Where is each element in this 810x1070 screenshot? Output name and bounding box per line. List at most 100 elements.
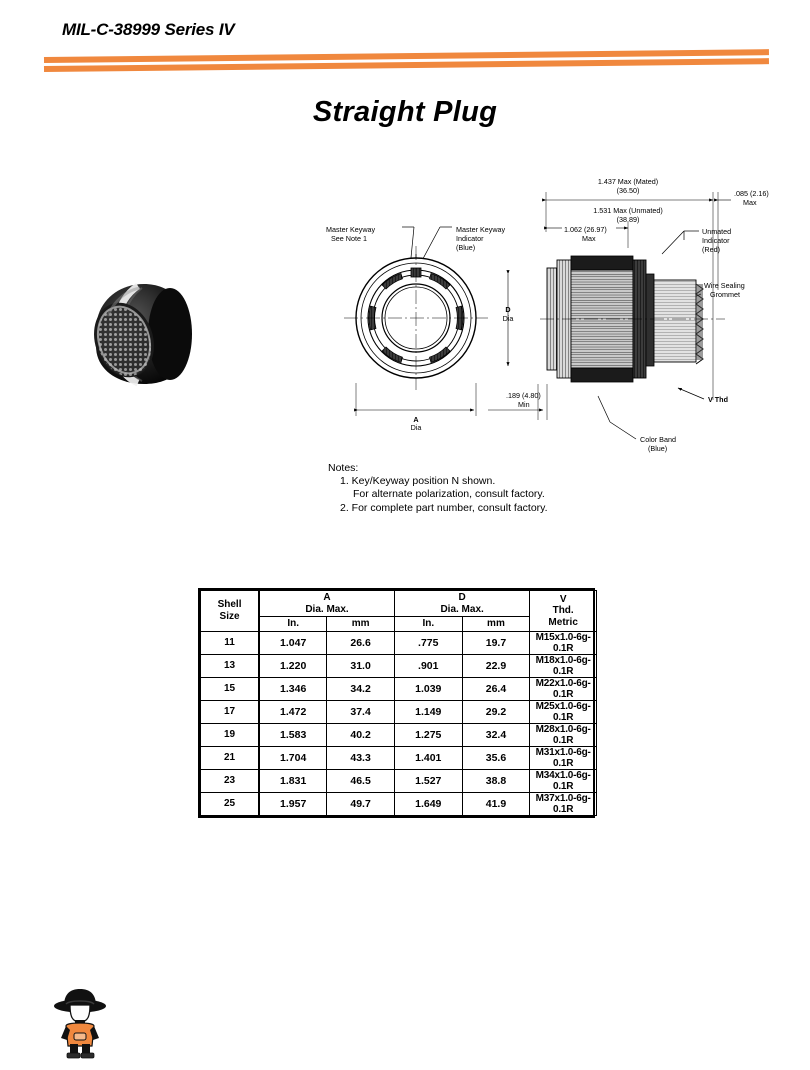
mascot-logo — [48, 986, 112, 1060]
table-head: Shell Size A Dia. Max. D Dia. Max. V — [200, 590, 597, 632]
label-keyway-indicator-line1: Master Keyway — [456, 225, 506, 234]
cell-d-dia-mm: 26.4 — [461, 676, 531, 701]
product-photo — [78, 272, 200, 394]
dim-mated-line1: 1.437 Max (Mated) — [598, 177, 658, 186]
cell-a-dia-in: 1.583 — [258, 722, 328, 747]
note-item-1: 1. Key/Keyway position N shown. — [340, 475, 496, 488]
header-accent-rules — [43, 48, 769, 74]
page-title: Straight Plug — [312, 96, 498, 128]
dim-front-line1: 1.062 (26.97) — [564, 225, 607, 234]
cell-v-thd-metric: M15x1.0-6g-0.1R — [529, 630, 597, 655]
cell-a-dia-in: 1.047 — [258, 630, 328, 655]
col-header-v-thd-metric: V Thd. Metric — [529, 590, 597, 632]
col-header-v-line2: Thd. — [552, 605, 574, 616]
cell-a-dia-in: 1.704 — [258, 745, 328, 770]
label-unmated-indicator-line3: (Red) — [702, 245, 720, 254]
cell-d-dia-mm: 38.8 — [461, 768, 531, 793]
cell-d-dia-mm: 19.7 — [461, 630, 531, 655]
dim-rear-line2: Max — [743, 198, 757, 207]
cell-a-dia-mm: 40.2 — [326, 722, 395, 747]
cell-shell-size: 19 — [200, 722, 260, 747]
label-a-dia-line1: A — [413, 415, 418, 424]
cell-d-dia-mm: 35.6 — [461, 745, 531, 770]
cell-d-dia-mm: 41.9 — [461, 791, 531, 816]
spec-table-wrapper: Shell Size A Dia. Max. D Dia. Max. V — [198, 588, 597, 818]
col-header-a-in: In. — [258, 616, 328, 632]
cell-v-thd-metric: M31x1.0-6g-0.1R — [529, 745, 597, 770]
note-item-1-cont: For alternate polarization, consult fact… — [353, 488, 545, 501]
dim-rear-line1: .085 (2.16) — [734, 189, 769, 198]
cell-d-dia-in: 1.401 — [393, 745, 463, 770]
cell-a-dia-in: 1.220 — [258, 653, 328, 678]
dim-unmated-line1: 1.531 Max (Unmated) — [593, 206, 663, 215]
cell-d-dia-mm: 32.4 — [461, 722, 531, 747]
col-header-shell-size: Shell Size — [200, 590, 260, 632]
dim-mated-line2: (36.50) — [617, 186, 640, 195]
notes-heading: Notes: — [328, 462, 359, 474]
cell-d-dia-in: .901 — [393, 653, 463, 678]
label-v-thd: V Thd — [708, 395, 728, 404]
cell-v-thd-metric: M22x1.0-6g-0.1R — [529, 676, 597, 701]
col-header-a-line2: Dia. Max. — [305, 603, 349, 615]
cell-a-dia-in: 1.957 — [258, 791, 328, 816]
cell-d-dia-in: 1.149 — [393, 699, 463, 724]
label-d-dia-line1: D — [505, 305, 510, 314]
cell-d-dia-in: 1.039 — [393, 676, 463, 701]
label-unmated-indicator-line1: Unmated — [702, 227, 731, 236]
table-header-row-2: In. mm In. mm — [201, 616, 597, 632]
cell-shell-size: 15 — [200, 676, 260, 701]
col-header-a-dia: A Dia. Max. — [258, 590, 395, 617]
cell-a-dia-mm: 31.0 — [326, 653, 395, 678]
table-header-row-1: Shell Size A Dia. Max. D Dia. Max. V — [200, 590, 597, 632]
col-header-d-mm: mm — [461, 616, 531, 632]
cell-d-dia-mm: 29.2 — [461, 699, 531, 724]
cell-a-dia-mm: 37.4 — [326, 699, 395, 724]
label-unmated-indicator-line2: Indicator — [702, 236, 730, 245]
dim-front-line2: Max — [582, 234, 596, 243]
col-header-shell-line2: Size — [219, 610, 240, 622]
spec-header-title: MIL-C-38999 Series IV — [62, 20, 235, 39]
label-master-keyway-line1: Master Keyway — [326, 225, 376, 234]
cell-d-dia-in: 1.527 — [393, 768, 463, 793]
col-header-shell-line1: Shell — [217, 599, 242, 611]
col-header-d-dia: D Dia. Max. — [393, 590, 531, 617]
cell-v-thd-metric: M18x1.0-6g-0.1R — [529, 653, 597, 678]
notes-block: Notes: 1. Key/Keyway position N shown. F… — [328, 462, 548, 515]
dim-unmated-line2: (38.89) — [617, 215, 640, 224]
label-keyway-indicator-line2: Indicator — [456, 234, 484, 243]
cell-v-thd-metric: M25x1.0-6g-0.1R — [529, 699, 597, 724]
dim-min-line1: .189 (4.80) — [506, 391, 541, 400]
cell-shell-size: 13 — [200, 653, 260, 678]
cell-a-dia-in: 1.831 — [258, 768, 328, 793]
label-color-band-line1: Color Band — [640, 435, 676, 444]
label-wire-grommet-line2: Grommet — [710, 290, 740, 299]
cell-a-dia-mm: 26.6 — [326, 630, 395, 655]
cell-a-dia-in: 1.472 — [258, 699, 328, 724]
col-header-d-line2: Dia. Max. — [440, 603, 484, 615]
cell-d-dia-in: .775 — [393, 630, 463, 655]
engineering-drawing: Master Keyway See Note 1 Master Keyway I… — [310, 170, 805, 470]
cell-d-dia-mm: 22.9 — [461, 653, 531, 678]
note-item-2: 2. For complete part number, consult fac… — [340, 501, 548, 514]
dim-min-line2: Min — [518, 400, 530, 409]
col-header-a-line1: A — [323, 592, 331, 603]
cell-shell-size: 21 — [200, 745, 260, 770]
cell-v-thd-metric: M28x1.0-6g-0.1R — [529, 722, 597, 747]
cell-shell-size: 17 — [200, 699, 260, 724]
label-wire-grommet-line1: Wire Sealing — [704, 281, 745, 290]
col-header-d-in: In. — [393, 616, 463, 632]
label-a-dia-line2: Dia — [411, 423, 422, 432]
spec-table: Shell Size A Dia. Max. D Dia. Max. V — [200, 590, 597, 816]
label-keyway-indicator-line3: (Blue) — [456, 243, 475, 252]
cell-a-dia-mm: 34.2 — [326, 676, 395, 701]
cell-a-dia-mm: 46.5 — [326, 768, 395, 793]
col-header-v-line1: V — [559, 593, 567, 605]
